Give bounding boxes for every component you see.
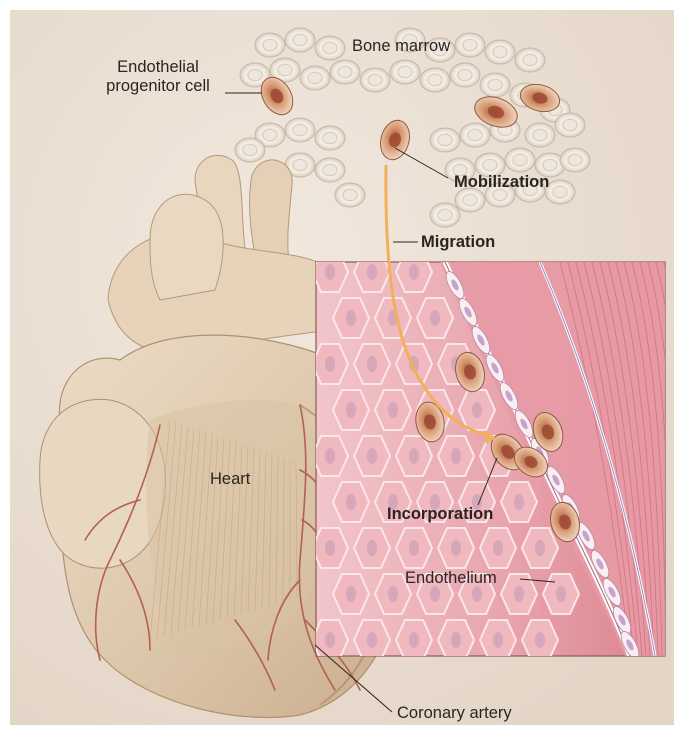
marrow-cell xyxy=(300,66,330,90)
label-bone-marrow: Bone marrow xyxy=(352,37,450,56)
tissue-cell xyxy=(396,620,432,660)
marrow-cell xyxy=(235,138,265,162)
marrow-cell xyxy=(485,40,515,64)
tissue-cell xyxy=(333,482,369,522)
tissue-cell xyxy=(333,298,369,338)
marrow-cell xyxy=(455,33,485,57)
marrow-cell xyxy=(450,63,480,87)
marrow-cell xyxy=(285,28,315,52)
tissue-cell xyxy=(522,620,558,660)
tissue-cell xyxy=(312,344,348,384)
tissue-cell xyxy=(543,574,579,614)
marrow-cell xyxy=(420,68,450,92)
marrow-cell xyxy=(505,148,535,172)
tissue-cell xyxy=(354,528,390,568)
label-incorporation: Incorporation xyxy=(387,505,493,524)
marrow-cell xyxy=(315,126,345,150)
tissue-cell xyxy=(312,620,348,660)
marrow-cell xyxy=(515,48,545,72)
tissue-cell xyxy=(480,620,516,660)
marrow-cell xyxy=(430,203,460,227)
marrow-cell xyxy=(335,183,365,207)
tissue-cell xyxy=(312,436,348,476)
tissue-cell xyxy=(522,528,558,568)
label-mobilization: Mobilization xyxy=(454,173,549,192)
tissue-cell xyxy=(396,344,432,384)
marrow-cell xyxy=(545,180,575,204)
tissue-cell xyxy=(417,298,453,338)
marrow-cell xyxy=(560,148,590,172)
tissue-cell xyxy=(312,528,348,568)
marrow-cell xyxy=(360,68,390,92)
tissue-cell xyxy=(459,390,495,430)
marrow-cell xyxy=(480,73,510,97)
label-endothelial-progenitor-cell: Endothelial progenitor cell xyxy=(98,58,218,96)
marrow-cell xyxy=(525,123,555,147)
label-endothelial-line1: Endothelial xyxy=(98,58,218,77)
marrow-cell xyxy=(330,60,360,84)
marrow-cell xyxy=(555,113,585,137)
tissue-cell xyxy=(333,390,369,430)
label-heart: Heart xyxy=(210,470,250,489)
label-endothelium: Endothelium xyxy=(405,569,497,588)
label-progenitor-cell-line2: progenitor cell xyxy=(98,77,218,96)
tissue-cell xyxy=(438,528,474,568)
tissue-cell xyxy=(396,436,432,476)
label-migration: Migration xyxy=(421,233,495,252)
tissue-cell xyxy=(501,482,537,522)
marrow-cell xyxy=(460,123,490,147)
tissue-cell xyxy=(396,528,432,568)
marrow-cell xyxy=(430,128,460,152)
marrow-cell xyxy=(315,158,345,182)
tissue-cell xyxy=(480,528,516,568)
marrow-cell xyxy=(315,36,345,60)
marrow-cell xyxy=(390,60,420,84)
tissue-cell xyxy=(333,574,369,614)
tissue-cell xyxy=(438,436,474,476)
label-coronary-artery: Coronary artery xyxy=(397,704,512,723)
tissue-cell xyxy=(354,620,390,660)
tissue-cell xyxy=(354,436,390,476)
tissue-cell xyxy=(354,344,390,384)
tissue-cell xyxy=(375,390,411,430)
tissue-cell xyxy=(438,620,474,660)
marrow-cell xyxy=(285,118,315,142)
marrow-cell xyxy=(255,33,285,57)
